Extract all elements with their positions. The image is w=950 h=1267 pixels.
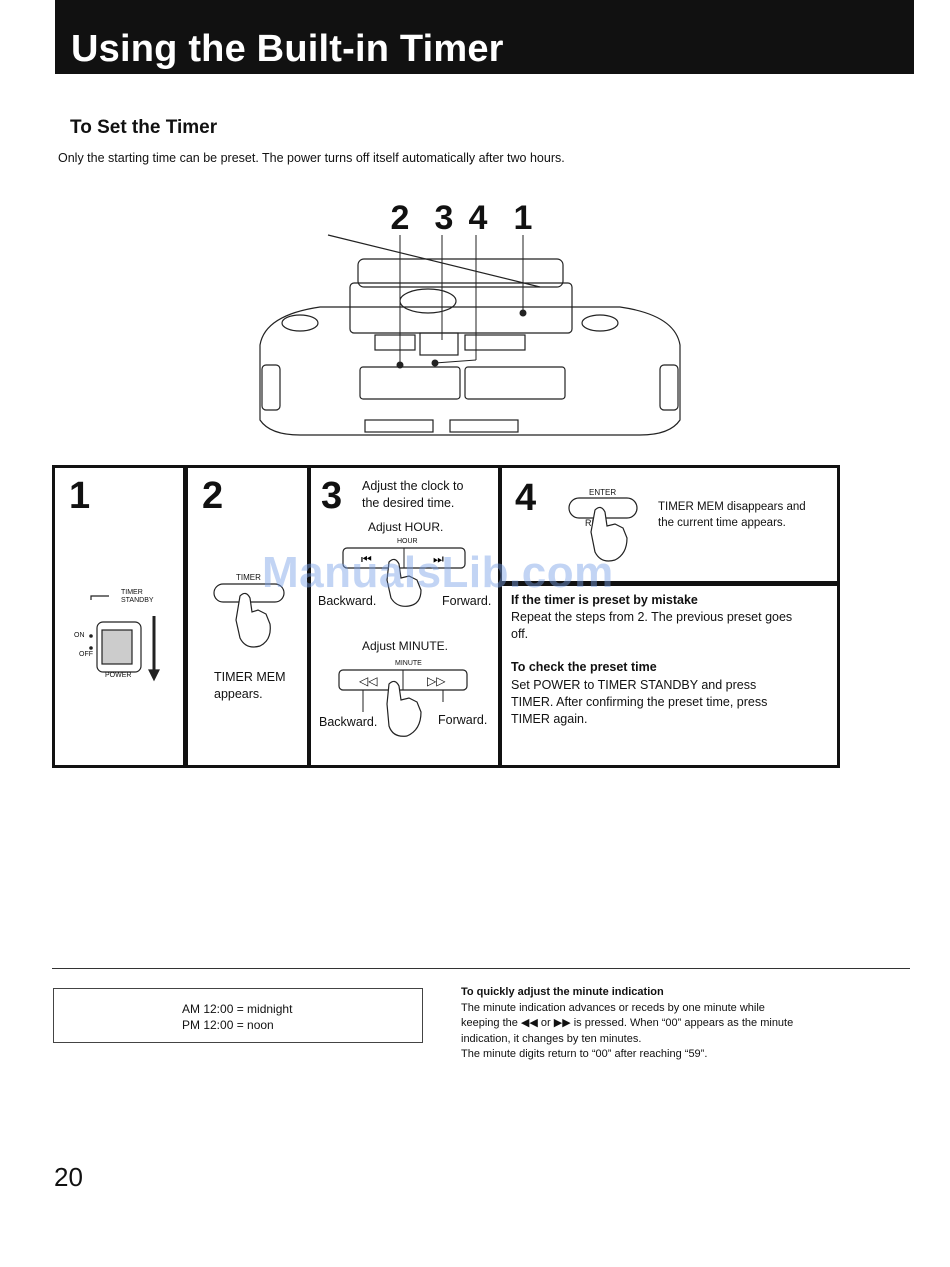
- handle: [357, 258, 564, 288]
- power-switch: [96, 621, 142, 673]
- tip-block: To quickly adjust the minute indication …: [461, 985, 871, 1063]
- page-number: 20: [54, 1162, 83, 1192]
- hour-forward-label: Forward.: [442, 594, 492, 608]
- tuner-buttons: [419, 332, 459, 356]
- power-switch-illustration: [89, 595, 160, 682]
- check-note-line-3: TIMER again.: [511, 712, 588, 726]
- mistake-note-title: If the timer is preset by mistake: [511, 593, 698, 607]
- pressing-hand-icon: [386, 680, 422, 737]
- section-title: To Set the Timer: [70, 117, 218, 138]
- hour-backward-label: Backward.: [318, 594, 377, 608]
- page-title: Using the Built-in Timer: [71, 28, 504, 70]
- cassette-deck-left: [359, 366, 461, 400]
- switch-power-label: POWER: [105, 672, 132, 679]
- right-tweeter: [581, 314, 619, 332]
- steps-panel: 1 TIMER STANDBY ON OFF POWER 2 TIMER TIM…: [52, 465, 840, 768]
- adjust-minute-label: Adjust MINUTE.: [362, 639, 449, 653]
- time-note-line-2: PM 12:00 = noon: [182, 1018, 274, 1032]
- switch-timer-label: TIMER: [121, 589, 143, 596]
- enter-button-illustration: [568, 497, 638, 562]
- tip-line-3: indication, it changes by ten minutes.: [461, 1032, 642, 1045]
- step-3-heading-2: the desired time.: [362, 496, 455, 510]
- pressing-hand-icon: [386, 558, 422, 607]
- cassette-deck-right: [464, 366, 566, 400]
- minute-scale: MINUTE: [395, 660, 422, 667]
- minute-buttons-illustration: ◁◁ ▷▷: [338, 669, 468, 737]
- step-4-number: 4: [515, 477, 537, 519]
- enter-button-sublabel: RE: [585, 518, 598, 528]
- mistake-note-line-2: off.: [511, 627, 529, 641]
- minute-back-icon: ◁◁: [359, 674, 378, 688]
- check-note-title: To check the preset time: [511, 660, 657, 674]
- left-tweeter: [281, 314, 319, 332]
- antenna: [327, 234, 541, 288]
- step-3-heading-1: Adjust the clock to: [362, 479, 464, 493]
- step-1-number: 1: [69, 475, 91, 517]
- adjust-hour-label: Adjust HOUR.: [368, 520, 444, 534]
- enter-button-label: ENTER: [589, 488, 617, 497]
- title-bar: Using the Built-in Timer: [55, 0, 914, 74]
- step-4-caption-1: TIMER MEM disappears and: [658, 501, 806, 513]
- time-note-box: AM 12:00 = midnight PM 12:00 = noon: [53, 988, 423, 1043]
- check-note-line-1: Set POWER to TIMER STANDBY and press: [511, 678, 757, 692]
- callout-1: 1: [514, 199, 533, 237]
- body: [259, 306, 681, 436]
- minute-backward-label: Backward.: [319, 715, 378, 729]
- divider: [307, 468, 311, 765]
- mistake-note-line-1: Repeat the steps from 2. The previous pr…: [511, 610, 793, 624]
- callout-4: 4: [469, 199, 488, 237]
- pressing-hand-icon: [590, 506, 628, 562]
- cd-lid: [399, 288, 457, 314]
- divider: [498, 468, 502, 765]
- divider: [183, 468, 188, 765]
- timer-button-illustration: [213, 583, 285, 648]
- callout-2: 2: [391, 199, 410, 237]
- callout-3: 3: [435, 199, 454, 237]
- check-note-line-2: TIMER. After confirming the preset time,…: [511, 695, 768, 709]
- divider: [502, 581, 837, 586]
- step-2-caption-1: TIMER MEM: [214, 670, 286, 684]
- divider: [52, 968, 910, 969]
- pressing-hand-icon: [235, 592, 271, 648]
- intro-text: Only the starting time can be preset. Th…: [58, 151, 565, 165]
- hour-scale: HOUR: [397, 538, 418, 545]
- time-note-line-1: AM 12:00 = midnight: [182, 1002, 293, 1016]
- minute-forward-icon: ▷▷: [427, 674, 446, 688]
- switch-off-label: OFF: [79, 651, 93, 658]
- switch-standby-label: STANDBY: [121, 597, 154, 604]
- step-3-number: 3: [321, 475, 343, 517]
- tip-title: To quickly adjust the minute indication: [461, 986, 664, 998]
- step-2-caption-2: appears.: [214, 687, 263, 701]
- watermark: ManualsLib.com: [262, 548, 614, 597]
- tip-line-2: keeping the ◀◀ or ▶▶ is pressed. When “0…: [461, 1017, 794, 1029]
- tip-line-4: The minute digits return to “00” after r…: [461, 1048, 708, 1060]
- rewind-icon: ⏮: [361, 552, 372, 566]
- boombox-diagram: 2 3 4 1: [259, 199, 681, 436]
- tip-line-1: The minute indication advances or receds…: [461, 1001, 765, 1014]
- step-4-caption-2: the current time appears.: [658, 517, 786, 529]
- switch-on-label: ON: [74, 632, 85, 639]
- hour-buttons-illustration: ⏮ ⏭: [342, 547, 466, 607]
- minute-forward-label: Forward.: [438, 713, 488, 727]
- fast-forward-icon: ⏭: [433, 552, 444, 566]
- timer-button-label: TIMER: [236, 573, 261, 582]
- step-2-number: 2: [202, 475, 224, 517]
